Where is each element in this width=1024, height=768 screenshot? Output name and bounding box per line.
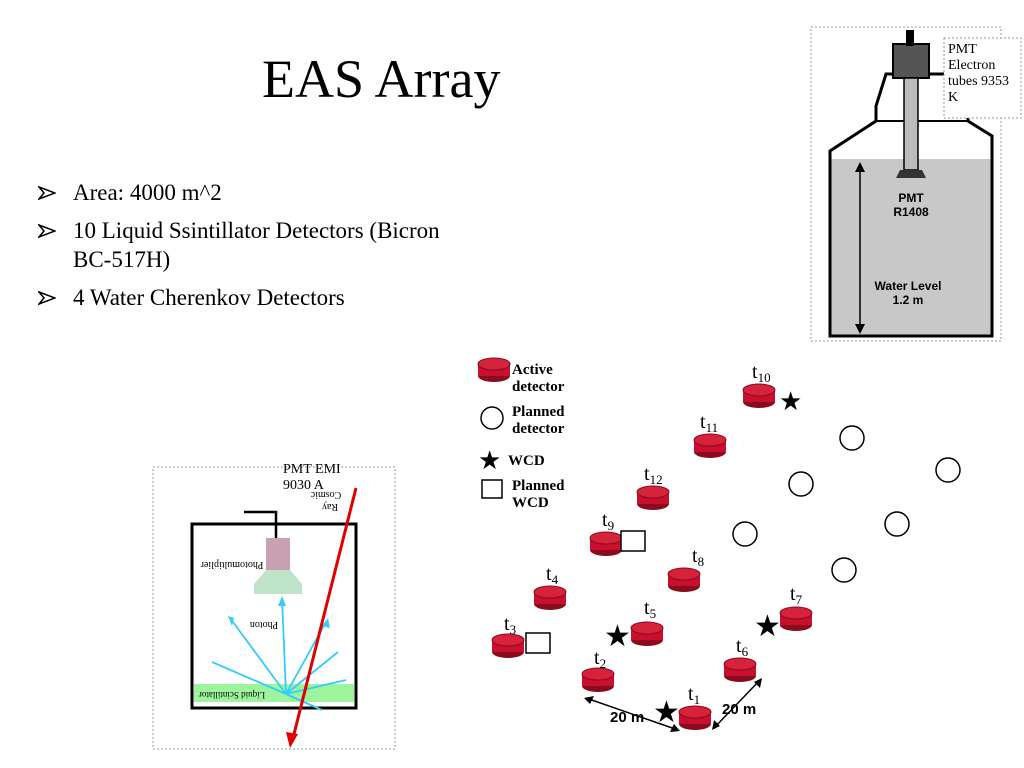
detector-label: t5 [644,597,656,621]
bullet-text: Area: 4000 m^2 [73,180,222,205]
detector-label: t1 [688,683,700,707]
pmt-head [896,170,926,178]
detector-label: t7 [790,583,803,607]
scintillator-diagram: Cosmic Ray Photomultiplier Photon Liquid… [152,466,396,750]
pmt-emi-label: PMT EMI 9030 A [283,462,341,493]
legend-wcd-label: WCD [508,453,545,469]
scale-arrowhead [670,724,680,732]
water-fill [830,159,992,336]
scale-arrowhead [754,678,762,688]
cosmic-ray-label: Cosmic [310,489,341,500]
detector-t10 [742,383,776,409]
planned-wcd-1 [620,530,646,552]
water-level-label: Water Level [875,279,942,293]
detector-label: t4 [546,563,559,587]
arrow-bullet-icon [38,224,56,238]
wcd-star-icon: ★ [754,610,781,643]
detector-t6 [723,657,757,683]
wcd-star-icon: ★ [604,620,631,653]
bullet-list: Area: 4000 m^2 10 Liquid Ssintillator De… [38,178,468,321]
pmt-model-label: PMT [898,191,924,205]
detector-label: t9 [602,509,614,533]
pmt-cable [906,30,914,46]
legend-planned-label-2: detector [512,421,565,437]
detector-t3 [491,633,525,659]
detector-label: t2 [594,647,606,671]
wcd-diagram: PMT R1408 Water Level 1.2 m [810,26,1022,342]
photon-arrowheads [228,596,330,628]
detector-t2 [581,667,615,693]
photon-label: Photon [250,619,278,630]
pmt-model-number: R1408 [893,205,929,219]
scale-arrowhead [584,696,594,704]
detector-label: t11 [700,411,718,435]
legend-wcd-star-icon: ★ [478,446,501,475]
liquid-layer [194,684,354,702]
scale-arrow-right [713,679,761,729]
detector-t8 [667,567,701,593]
detector-label: t8 [692,545,704,569]
array-map: Active detector Planned detector ★ WCD P… [477,357,961,732]
detector-label: t3 [504,613,516,637]
detector-label: t6 [736,635,749,659]
wcd-star-icon: ★ [653,696,680,729]
water-level-value: 1.2 m [893,293,924,307]
photomultiplier-label: Photomultiplier [200,559,263,570]
cosmic-ray-label-2: Ray [322,501,338,512]
cosmic-ray-line [290,487,358,743]
level-arrow-head-top [855,162,865,172]
detector-t4 [533,585,567,611]
detector-t11 [693,433,727,459]
bullet-item: 10 Liquid Ssintillator Detectors (Bicron… [38,216,468,274]
pmt-tube [903,77,919,171]
slide-title: EAS Array [262,49,501,109]
callout-box [943,37,1022,119]
detector-label: t12 [644,463,663,487]
scale-arrowhead [712,720,720,730]
pmt-callout-text: PMT Electron tubes 9353 K [948,42,1010,105]
legend-planned-wcd-label-2: WCD [512,495,549,511]
photomultiplier-base [254,570,302,594]
detector-label: t10 [752,361,771,385]
photomultiplier-tube [266,538,290,572]
detector-t1 [678,705,712,731]
planned-detectors [732,425,961,583]
legend-planned-wcd-icon [481,479,503,499]
pmt-housing [892,43,930,79]
scale-label-left: 20 m [610,709,644,726]
detector-t9 [589,531,623,557]
arrow-bullet-icon [38,186,56,200]
level-arrow-head-bottom [855,324,865,334]
legend-active-icon [477,357,511,383]
scale-label-right: 20 m [722,701,756,718]
legend-planned-wcd-label: Planned [512,478,565,494]
legend-planned-label: Planned [512,404,565,420]
pmt-cable-wire [244,510,278,538]
scale-arrow-left [585,697,679,731]
detector-t7 [779,606,813,632]
wcd-star-icon: ★ [779,387,802,416]
bullet-text: 4 Water Cherenkov Detectors [73,285,345,310]
arrow-bullet-icon [38,291,56,305]
legend-active-label: Active [512,362,553,378]
cosmic-ray-arrow-icon [286,732,298,748]
bullet-text: 10 Liquid Ssintillator Detectors (Bicron… [73,218,440,272]
detector-t5 [630,621,664,647]
detector-t12 [636,485,670,511]
planned-wcd-2 [525,632,551,654]
liquid-scintillator-label: Liquid Scintillator [199,690,265,700]
bullet-item: Area: 4000 m^2 [38,178,468,207]
legend-planned-icon [480,406,504,430]
bullet-item: 4 Water Cherenkov Detectors [38,283,468,312]
legend-active-label-2: detector [512,379,565,395]
